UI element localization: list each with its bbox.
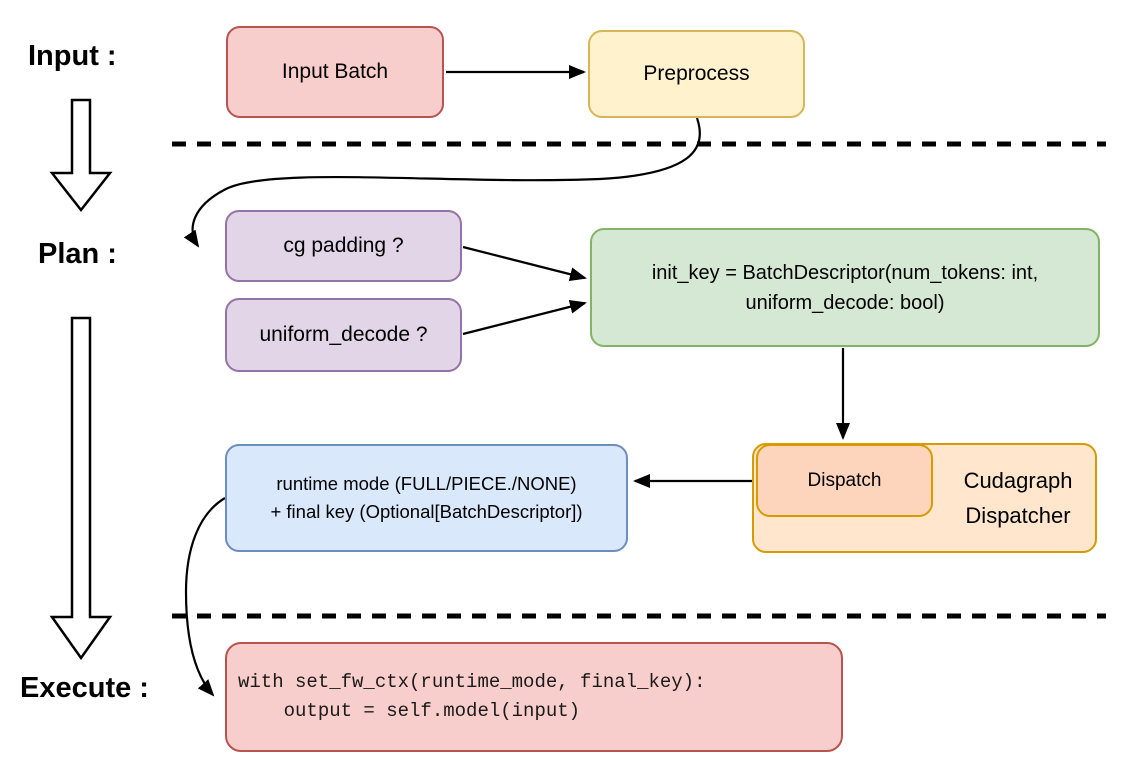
input-section-label: Input : [28,40,117,72]
cg-padding-label: cg padding ? [283,234,404,257]
dispatch-label: Dispatch [807,469,882,491]
node-runtime-mode: runtime mode (FULL/PIECE./NONE) + final … [225,444,628,552]
node-init-key: init_key = BatchDescriptor(num_tokens: i… [590,228,1100,347]
hollow-arrow-plan-to-execute-icon [49,316,113,661]
cudagraph-dispatcher-line1: Cudagraph [963,468,1073,493]
node-preprocess: Preprocess [588,30,805,118]
arrow-preprocess-to-cg-padding [183,117,701,248]
node-dispatch: Dispatch [756,444,933,517]
runtime-mode-line1: runtime mode (FULL/PIECE./NONE) [276,473,577,494]
node-cg-padding: cg padding ? [225,210,462,282]
node-execute-code: with set_fw_ctx(runtime_mode, final_key)… [225,642,843,752]
input-batch-label: Input Batch [281,60,389,83]
node-uniform-decode: uniform_decode ? [225,298,462,372]
init-key-line1: init_key = BatchDescriptor(num_tokens: i… [651,261,1039,284]
cudagraph-dispatcher-line2: Dispatcher [965,503,1071,528]
init-key-line2: uniform_decode: bool) [745,291,945,314]
cudagraph-dispatcher-label: Cudagraph Dispatcher [938,443,1098,553]
runtime-mode-line2: + final key (Optional[BatchDescriptor]) [270,501,583,522]
execute-code-line1: with set_fw_ctx(runtime_mode, final_key)… [238,671,706,693]
node-input-batch: Input Batch [226,26,444,118]
execute-code-line2: output = self.model(input) [238,700,581,722]
hollow-arrow-input-to-plan-icon [49,98,113,213]
arrow-runtime-mode-to-execute-code [184,497,226,697]
plan-section-label: Plan : [38,238,117,270]
arrow-uniform-decode-to-init-key [462,299,587,336]
arrow-cg-padding-to-init-key [462,245,587,282]
preprocess-label: Preprocess [643,62,750,85]
execute-section-label: Execute : [20,672,149,704]
uniform-decode-label: uniform_decode ? [259,323,428,346]
